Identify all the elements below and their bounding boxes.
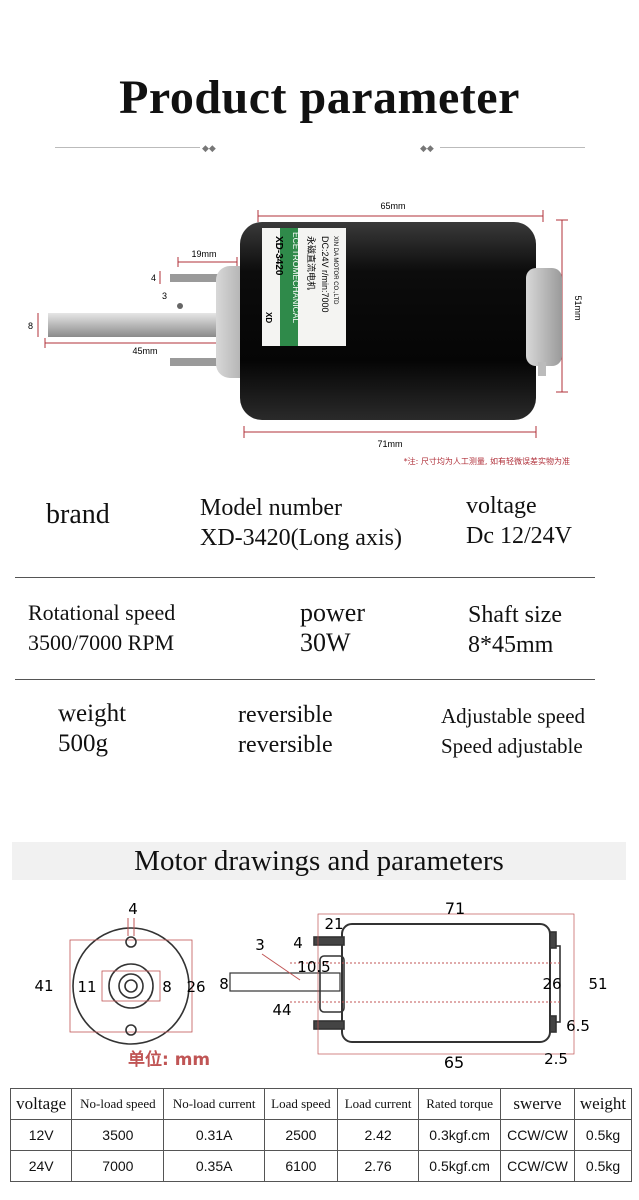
dim-71mm-label: 71mm — [377, 439, 402, 449]
side-dim-44: 44 — [272, 1001, 291, 1019]
front-view — [69, 927, 193, 1045]
table-header-row: voltage No-load speed No-load current Lo… — [9, 1088, 632, 1120]
dim-4-label: 4 — [151, 273, 156, 283]
table-cell: 0.31A — [163, 1119, 265, 1151]
side-outline — [317, 913, 575, 1055]
title-divider-ornament-left: ◆◆ — [202, 144, 216, 154]
rear-end-cap — [526, 268, 562, 366]
hole-marker — [177, 303, 183, 309]
table-cell: 3500 — [71, 1119, 165, 1151]
motor-technical-drawing: 4 41 11 8 26 3 21 71 4 10.5 8 44 26 51 6… — [34, 899, 607, 1072]
table-cell: 0.3kgf.cm — [418, 1119, 501, 1151]
side-dim-26: 26 — [542, 975, 561, 993]
spec-divider-2 — [15, 679, 595, 680]
table-header: Load speed — [263, 1088, 338, 1120]
dimension-65mm: 65mm — [257, 201, 544, 222]
table-header: swerve — [499, 1088, 576, 1120]
section-title: Motor drawings and parameters — [12, 842, 626, 880]
label-model: XD-3420 — [273, 236, 284, 276]
unit-label: 单位: mm — [128, 1049, 210, 1070]
table-cell: 12V — [9, 1119, 73, 1151]
side-dim-4: 4 — [293, 934, 303, 952]
table-header: weight — [574, 1088, 632, 1120]
table-header: Load current — [336, 1088, 420, 1120]
table-cell: 2.42 — [336, 1119, 420, 1151]
motor-shaft — [48, 313, 228, 337]
dimension-71mm: 71mm — [243, 426, 537, 449]
table-cell: 2500 — [263, 1119, 338, 1151]
table-cell: 6100 — [263, 1150, 338, 1182]
motor-dimension-photo: 65mm 19mm 51mm 8 45mm 4 3 XD-3420 ECETRO… — [28, 201, 583, 466]
side-dim-71: 71 — [445, 899, 465, 918]
side-dim-51: 51 — [588, 975, 607, 993]
table-cell: 0.5kgf.cm — [418, 1150, 501, 1182]
label-maker: XIN DA MOTOR CO.,LTD — [332, 236, 338, 305]
front-dim-11: 11 — [77, 978, 96, 996]
table-cell: 24V — [9, 1150, 73, 1182]
spec-brand: brand — [46, 499, 110, 530]
terminal — [538, 362, 546, 376]
dim-3-label: 3 — [162, 291, 167, 301]
label-logo: XD — [264, 312, 273, 323]
table-header: voltage — [9, 1088, 73, 1120]
dim-51mm-label: 51mm — [573, 295, 583, 320]
dimension-45mm: 45mm — [44, 338, 226, 356]
mounting-screw-bottom — [170, 358, 240, 366]
table-header: Rated torque — [418, 1088, 501, 1120]
table-header: No-load speed — [71, 1088, 165, 1120]
side-dim-2-5: 2.5 — [544, 1050, 568, 1068]
table-cell: 7000 — [71, 1150, 165, 1182]
table-cell: 0.5kg — [574, 1119, 632, 1151]
table-row: 12V 3500 0.31A 2500 2.42 0.3kgf.cm CCW/C… — [9, 1119, 632, 1151]
side-dim-65: 65 — [444, 1053, 464, 1072]
dim-19mm-label: 19mm — [191, 249, 216, 259]
title-divider-left — [55, 147, 200, 148]
table-cell: CCW/CW — [499, 1150, 576, 1182]
label-cn: 永磁直流电机 — [305, 236, 317, 290]
dimension-19mm: 19mm — [177, 249, 238, 267]
dim-8-label: 8 — [28, 321, 33, 331]
table-cell: 2.76 — [336, 1150, 420, 1182]
front-dim-4: 4 — [128, 900, 138, 918]
front-dim-26: 26 — [186, 978, 205, 996]
page-title: Product parameter — [119, 71, 520, 124]
table-row: 24V 7000 0.35A 6100 2.76 0.5kgf.cm CCW/C… — [9, 1150, 632, 1182]
measurement-note: *注: 尺寸均为人工测量, 如有轻微误差实物为准 — [404, 456, 570, 466]
side-dim-3: 3 — [255, 936, 265, 954]
table-cell: CCW/CW — [499, 1119, 576, 1151]
label-rating: DC:24V r/min:7000 — [320, 236, 330, 313]
title-divider-right — [440, 147, 585, 148]
dim-65mm-label: 65mm — [380, 201, 405, 211]
title-divider-ornament-right: ◆◆ — [420, 144, 434, 154]
front-dim-8: 8 — [162, 978, 172, 996]
front-dim-41: 41 — [34, 977, 53, 995]
table-cell: 0.5kg — [574, 1150, 632, 1182]
table-header: No-load current — [163, 1088, 265, 1120]
side-dim-21: 21 — [324, 915, 343, 933]
side-view — [229, 923, 561, 1043]
side-dim-8: 8 — [219, 975, 229, 993]
parameter-table: voltage No-load speed No-load current Lo… — [9, 1088, 632, 1182]
motor-label-sticker: XD-3420 ECETROMECHANICAL 永磁直流电机 DC:24V r… — [262, 228, 346, 346]
label-brand: ECETROMECHANICAL — [291, 232, 301, 323]
side-dim-3-leader — [261, 953, 301, 981]
side-dim-10-5: 10.5 — [297, 958, 330, 976]
mounting-screw-top — [170, 274, 240, 282]
spec-divider-1 — [15, 577, 595, 578]
table-cell: 0.35A — [163, 1150, 265, 1182]
side-dim-6-5: 6.5 — [566, 1017, 590, 1035]
dim-45mm-label: 45mm — [132, 346, 157, 356]
